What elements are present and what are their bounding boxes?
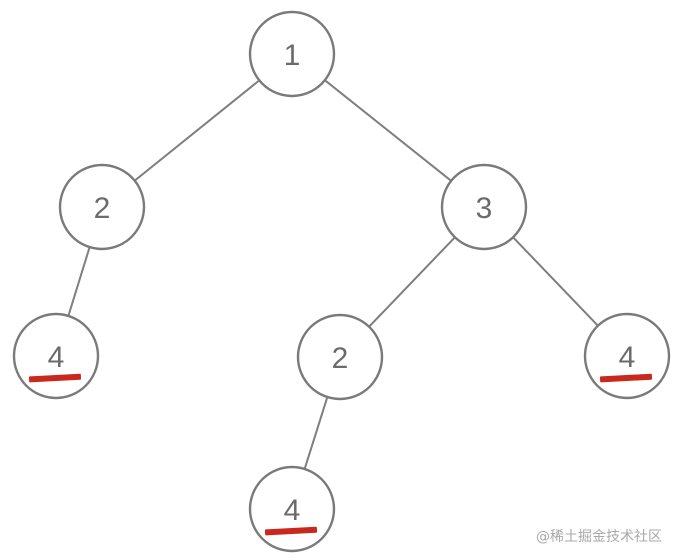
node-label: 2: [332, 342, 349, 375]
tree-node-n4a: 4: [12, 312, 100, 400]
highlight-underline: [28, 373, 82, 383]
node-label: 2: [94, 192, 111, 225]
tree-nodes: 1 2 3 4 2 4 4: [12, 10, 671, 553]
tree-edges: [67, 79, 599, 470]
node-circle: [58, 163, 146, 251]
tree-node-n4b: 4: [583, 312, 671, 400]
highlight-underline: [599, 373, 653, 383]
node-circle: [248, 10, 336, 98]
tree-edge-n2-n4a: [67, 246, 91, 317]
tree-edge-n1-n3: [324, 79, 452, 182]
tree-edge-n2b-n4c: [303, 396, 329, 470]
node-circle: [440, 163, 528, 251]
node-label: 1: [284, 39, 301, 72]
node-label: 4: [619, 341, 636, 374]
node-label: 4: [48, 341, 65, 374]
tree-node-n4c: 4: [248, 465, 336, 553]
tree-node-n2b: 2: [296, 313, 384, 401]
tree-node-n1: 1: [248, 10, 336, 98]
node-label: 3: [476, 192, 493, 225]
highlight-underline: [264, 526, 318, 536]
tree-edge-n3-n4b: [512, 236, 599, 327]
tree-node-n3: 3: [440, 163, 528, 251]
node-label: 4: [284, 494, 301, 527]
tree-edge-n1-n2: [134, 79, 260, 182]
node-circle: [296, 313, 384, 401]
watermark: @稀土掘金技术社区: [536, 529, 662, 545]
tree-edge-n3-n2b: [368, 236, 456, 328]
tree-node-n2: 2: [58, 163, 146, 251]
